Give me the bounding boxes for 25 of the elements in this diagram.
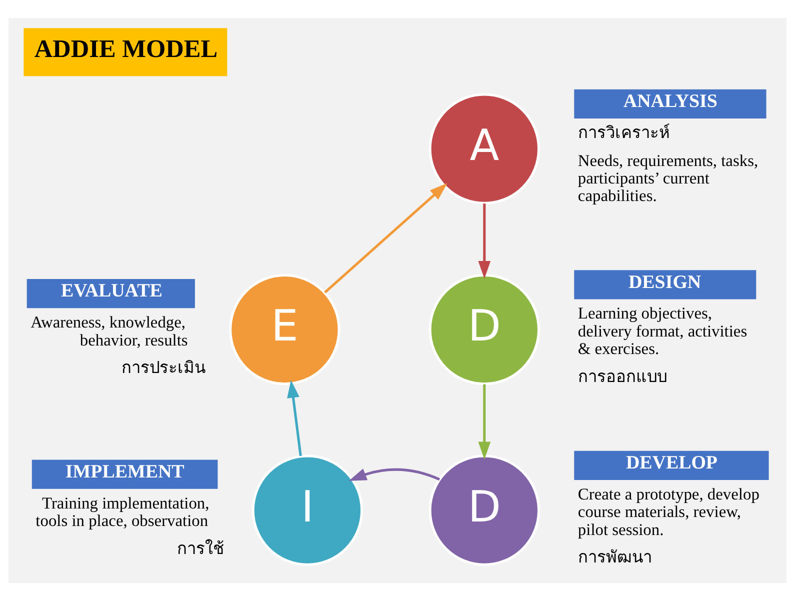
node-label: การออกแบบ <box>578 366 667 386</box>
node-label: Needs, requirements, tasks, participants’ current capabilities. <box>578 150 758 206</box>
node-circle: E <box>229 274 340 386</box>
node-label: Awareness, knowledge, behavior, results <box>30 312 188 350</box>
node-label: ANALYSIS <box>623 91 718 112</box>
node-label: การประเมิน <box>122 358 206 378</box>
node-circle: D <box>428 454 540 566</box>
node-label: การพัฒนา <box>578 548 652 567</box>
diagram-title: ADDIE MODEL <box>34 35 218 64</box>
arrow <box>348 468 440 481</box>
node-label: DEVELOP <box>626 452 718 474</box>
node-circle: D <box>428 274 540 386</box>
arrow <box>324 183 448 294</box>
node-label: Training implementation, tools in place, observation <box>36 493 210 530</box>
node-label: EVALUATE <box>60 280 162 302</box>
node-circle: I <box>252 454 364 566</box>
arrow <box>478 204 491 279</box>
arrow <box>287 380 302 456</box>
node-label: Learning objectives, delivery format, activities & exercises. <box>578 304 748 358</box>
arrow <box>478 384 491 460</box>
node-label: IMPLEMENT <box>65 461 184 482</box>
node-label: DESIGN <box>628 272 702 293</box>
node-label: Create a prototype, develop course materials, review, pilot session. <box>578 484 760 539</box>
node-label: การใช้ <box>177 538 224 558</box>
node-label: การวิเคราะห์ <box>578 122 670 142</box>
